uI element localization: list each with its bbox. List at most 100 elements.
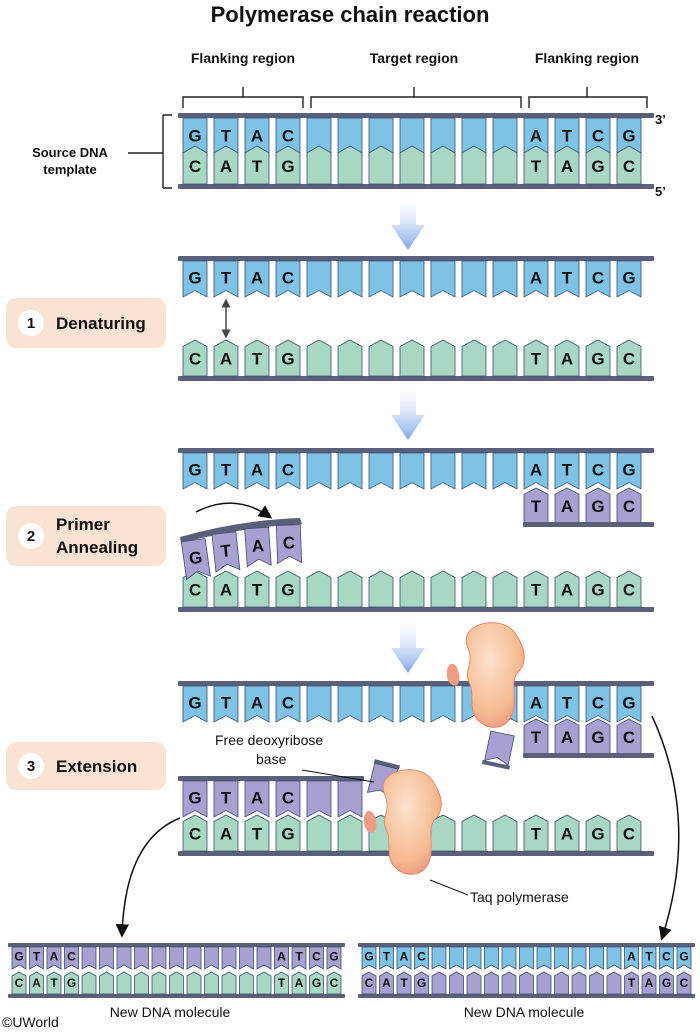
annealing-bottom-nucleotide-11-letter: T xyxy=(531,580,542,599)
new-dna-molecule-right-top-nucleotide-2-letter: A xyxy=(400,950,409,964)
template-top-backbone xyxy=(178,113,654,118)
template-bottom-nucleotide-14 xyxy=(616,145,642,185)
template-bottom-nucleotide-0 xyxy=(182,145,208,185)
new-dna-molecule-right-bottom-backbone xyxy=(358,994,695,998)
extension-top-nucleotide-0-letter: G xyxy=(188,693,201,712)
denatured-bottom-nucleotide-0-letter: C xyxy=(189,349,201,368)
annealing-bottom-nucleotide-2 xyxy=(244,570,270,608)
new-dna-molecule-right-top-nucleotide-17-letter: C xyxy=(662,950,671,964)
step-2-label: Primer xyxy=(56,515,110,534)
template-bracket xyxy=(128,114,172,189)
extension-top-nucleotide-2 xyxy=(244,685,270,723)
annealing-bottom-nucleotide-10 xyxy=(492,570,518,608)
new-dna-molecule-left-top-nucleotide-17 xyxy=(309,946,324,970)
extension-bottom-new-nucleotide-1-letter: T xyxy=(221,788,232,807)
incoming-primer-nucleotide-3-letter: C xyxy=(282,533,295,552)
new-dna-molecule-right-top-nucleotide-12 xyxy=(571,946,587,970)
new-dna-molecule-right-top-nucleotide-13 xyxy=(589,946,604,970)
new-dna-molecule-right-bottom-nucleotide-3 xyxy=(414,971,429,995)
new-dna-molecule-right-top-nucleotide-1-letter: T xyxy=(383,950,391,964)
new-dna-molecule-right-top-nucleotide-9 xyxy=(519,946,534,970)
template-bottom-nucleotide-4 xyxy=(306,145,332,185)
step-2-label-2: Annealing xyxy=(56,538,138,557)
denatured-bottom-nucleotide-7 xyxy=(399,339,425,377)
denatured-top-nucleotide-1 xyxy=(213,260,239,298)
new-dna-molecule-right-bottom-nucleotide-3-letter: G xyxy=(417,976,426,990)
new-dna-molecule-right-top-nucleotide-8 xyxy=(501,946,517,970)
annealed-primer-nucleotide-2-letter: G xyxy=(591,497,604,516)
denatured-bottom-nucleotide-10 xyxy=(492,339,518,377)
denatured-top-nucleotide-10 xyxy=(492,260,518,298)
template-top-nucleotide-13-letter: C xyxy=(592,127,604,146)
new-dna-molecule-right-bottom-nucleotide-7 xyxy=(484,971,499,995)
new-dna-molecule-left-top-nucleotide-10 xyxy=(186,946,202,970)
new-dna-molecule-left-top-nucleotide-18 xyxy=(326,946,342,970)
denatured-bottom-nucleotide-12 xyxy=(554,339,580,377)
taq-polymerase-top-body xyxy=(465,622,525,728)
new-dna-molecule-right-top-nucleotide-16-letter: T xyxy=(645,950,653,964)
extension-top-nucleotide-1 xyxy=(213,685,239,723)
annealing-top-nucleotide-0-letter: G xyxy=(188,460,201,479)
new-dna-molecule-right-top-nucleotide-2 xyxy=(396,946,412,970)
denatured-bottom-nucleotide-14 xyxy=(616,339,642,377)
new-dna-molecule-left-top-nucleotide-3 xyxy=(64,946,79,970)
new-dna-molecule-left-bottom-nucleotide-4 xyxy=(81,971,97,995)
new-dna-molecule-left-bottom-nucleotide-12 xyxy=(221,971,237,995)
new-dna-molecule-right-top-nucleotide-10 xyxy=(536,946,552,970)
annealing-bottom-nucleotide-11 xyxy=(523,570,549,608)
template-bottom-nucleotide-12-letter: A xyxy=(561,157,573,176)
step-3-number: 3 xyxy=(27,758,35,775)
new-dna-molecule-right-top-nucleotide-1 xyxy=(379,946,394,970)
extension-top-new-nucleotide-2 xyxy=(585,718,611,755)
extension-bottom-nucleotide-11-letter: T xyxy=(531,824,542,843)
template-bottom-nucleotide-0-letter: C xyxy=(189,157,201,176)
process-arrow-3 xyxy=(391,618,425,673)
annealing-bottom-nucleotide-5 xyxy=(337,570,363,608)
extension-top-new-nucleotide-0-letter: T xyxy=(531,728,542,747)
template-bottom-nucleotide-5 xyxy=(337,145,363,185)
new-dna-molecule-left-bottom-nucleotide-0-letter: C xyxy=(15,976,24,990)
annealing-bottom-nucleotide-14-letter: C xyxy=(623,580,635,599)
new-dna-molecule-left-bottom-nucleotide-3-letter: G xyxy=(67,976,76,990)
template-bottom-nucleotide-3-letter: G xyxy=(281,157,294,176)
extension-top-nucleotide-11 xyxy=(523,685,549,723)
new-dna-molecule-left-top-nucleotide-1-letter: T xyxy=(33,950,41,964)
denatured-top-nucleotide-12-letter: T xyxy=(562,268,573,287)
annealing-top-nucleotide-12-letter: T xyxy=(562,460,573,479)
new-dna-molecule-left-top-nucleotide-4 xyxy=(81,946,97,970)
extension-bottom-nucleotide-3 xyxy=(275,814,301,852)
incoming-primer-unit-1: T xyxy=(211,531,241,573)
extension-bottom-new-nucleotide-5 xyxy=(337,780,363,818)
extension-bottom-nucleotide-5 xyxy=(337,814,363,852)
new-dna-molecule-right-bottom-nucleotide-11 xyxy=(554,971,569,995)
extension-bottom-nucleotide-1 xyxy=(213,814,239,852)
extension-top-new-nucleotide-1 xyxy=(554,718,580,755)
new-dna-molecule-left-top-nucleotide-2-letter: A xyxy=(50,950,59,964)
denatured-bottom-backbone xyxy=(178,376,654,381)
annealed-primer-nucleotide-3-letter: C xyxy=(623,497,635,516)
right-flank-label: Flanking region xyxy=(535,50,639,66)
taq-polymerase-bottom-body xyxy=(382,769,442,875)
denatured-top-nucleotide-14-letter: G xyxy=(622,268,635,287)
extension-bottom-nucleotide-9 xyxy=(461,814,487,852)
extension-bottom-nucleotide-11 xyxy=(523,814,549,852)
annealing-top-nucleotide-7 xyxy=(399,452,425,490)
new-dna-molecule-left-top-nucleotide-7 xyxy=(134,946,149,970)
extension-top-new-nucleotide-0 xyxy=(523,718,549,755)
incoming-primer-nucleotide-3 xyxy=(275,524,303,565)
new-dna-molecule-left-top-nucleotide-2 xyxy=(46,946,62,970)
new-dna-molecule-left-bottom-nucleotide-7 xyxy=(134,971,149,995)
extension-top-nucleotide-3 xyxy=(275,685,301,723)
extension-top-new-backbone xyxy=(523,753,654,758)
three-prime-label: 3’ xyxy=(655,112,666,127)
taq-polymerase-label: Taq polymerase xyxy=(470,889,569,905)
annealing-bottom-nucleotide-9 xyxy=(461,570,487,608)
free-base-2-backbone xyxy=(481,759,511,770)
annealing-bottom-nucleotide-1 xyxy=(213,570,239,608)
new-dna-molecule-left-bottom-nucleotide-9 xyxy=(169,971,184,995)
incoming-primer-unit-2: A xyxy=(244,526,272,568)
annealed-primer-nucleotide-0-letter: T xyxy=(531,497,542,516)
